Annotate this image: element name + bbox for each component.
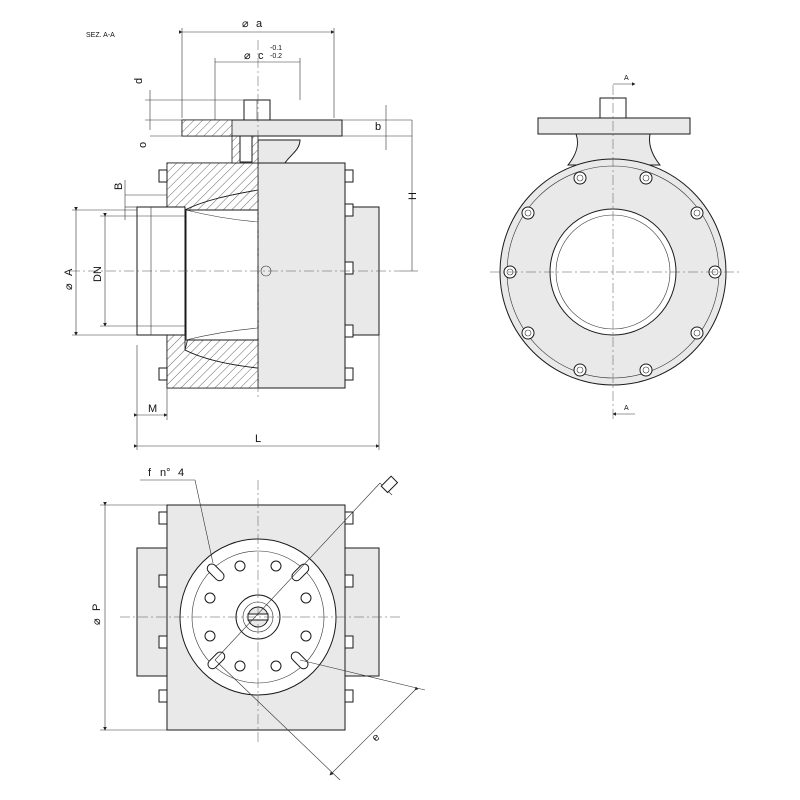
dim-value-n: 4: [178, 467, 184, 479]
side-view: A A: [490, 75, 740, 420]
top-view-right-stub: [344, 547, 380, 677]
dim-label-d: d: [133, 78, 145, 84]
dim-label-L: L: [255, 433, 261, 445]
section-marker-bottom: A: [624, 405, 629, 412]
section-marker-top: A: [624, 75, 629, 82]
dim-label-o: o: [137, 142, 149, 148]
dim-label-c: c: [258, 50, 264, 62]
dim-diameter-symbol-a: ⌀: [242, 18, 249, 30]
valve-body-right: [257, 162, 346, 389]
dim-label-n: n°: [160, 467, 171, 479]
front-dimensions: ⌀ a ⌀ c -0.1 -0.2 d o b H B ⌀: [63, 18, 419, 450]
dim-label-DN: DN: [92, 266, 104, 282]
dim-c-tol-lower: -0.2: [270, 53, 282, 60]
dim-label-P: P: [91, 604, 103, 611]
dim-label-b: b: [375, 121, 381, 133]
dim-label-B: B: [113, 183, 125, 190]
dim-c-tol-upper: -0.1: [270, 45, 282, 52]
dim-label-e: e: [370, 731, 383, 744]
dim-label-f: f: [148, 467, 152, 479]
front-section-view: [70, 40, 400, 400]
dim-label-a: a: [256, 18, 263, 30]
section-title: SEZ. A-A: [86, 32, 115, 39]
side-bolt-circle: [503, 171, 722, 377]
dim-label-A: A: [63, 268, 75, 276]
top-view-left-stub: [136, 547, 168, 677]
side-top-flange: [537, 117, 691, 135]
dim-label-M: M: [148, 403, 157, 415]
top-view: [120, 480, 400, 745]
dim-diameter-symbol-P: ⌀: [91, 618, 103, 625]
dim-diameter-symbol-c: ⌀: [244, 50, 251, 62]
dim-label-H: H: [407, 192, 419, 200]
top-dimensions: ⌀ P f n° 4 e: [91, 467, 426, 781]
bore: [185, 209, 259, 341]
dim-diameter-symbol-A: ⌀: [63, 283, 75, 290]
